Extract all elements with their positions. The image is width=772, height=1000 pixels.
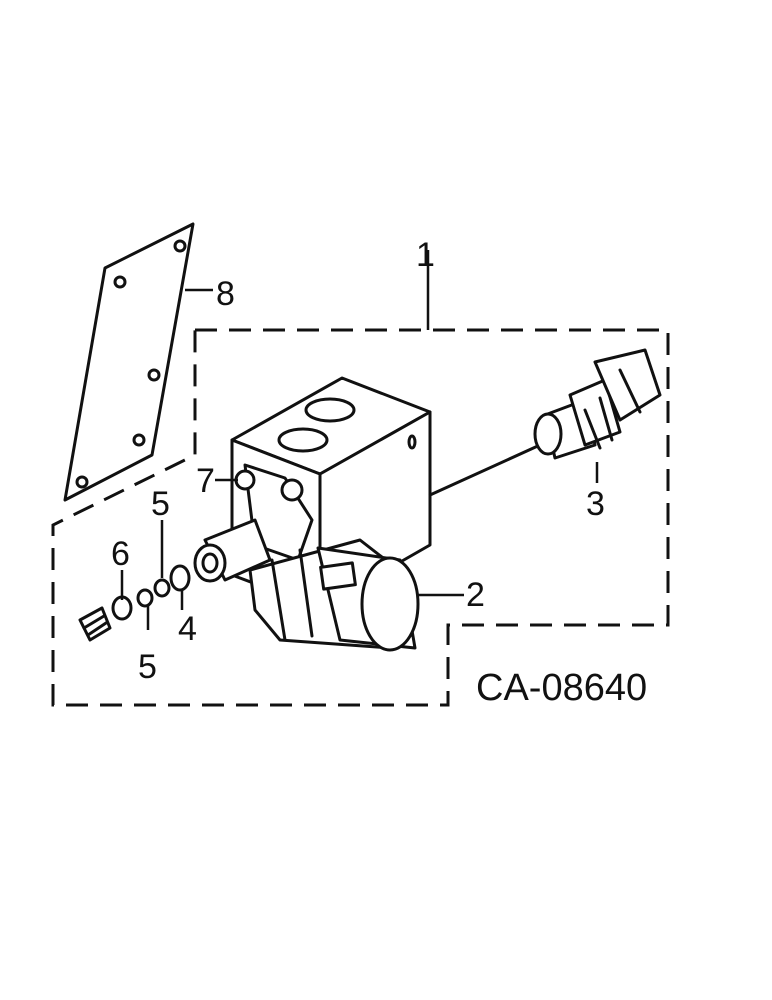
drawing-code: CA-08640 bbox=[476, 667, 647, 709]
hex-fitting bbox=[234, 469, 256, 491]
callout-5-upper: 5 bbox=[151, 485, 170, 523]
valve-cartridge bbox=[428, 348, 662, 497]
callout-3: 3 bbox=[586, 485, 605, 523]
port-boss bbox=[193, 463, 314, 583]
callout-4: 4 bbox=[178, 610, 197, 648]
callout-8: 8 bbox=[216, 275, 235, 313]
seal-kit bbox=[78, 564, 191, 642]
assembly-boundary bbox=[51, 328, 670, 707]
callout-5-lower: 5 bbox=[138, 648, 157, 686]
solenoid-coil bbox=[248, 538, 420, 652]
callout-7: 7 bbox=[196, 462, 215, 500]
callout-6: 6 bbox=[111, 535, 130, 573]
gasket-plate bbox=[63, 222, 195, 502]
callout-1: 1 bbox=[416, 236, 435, 274]
callout-2: 2 bbox=[466, 576, 485, 614]
